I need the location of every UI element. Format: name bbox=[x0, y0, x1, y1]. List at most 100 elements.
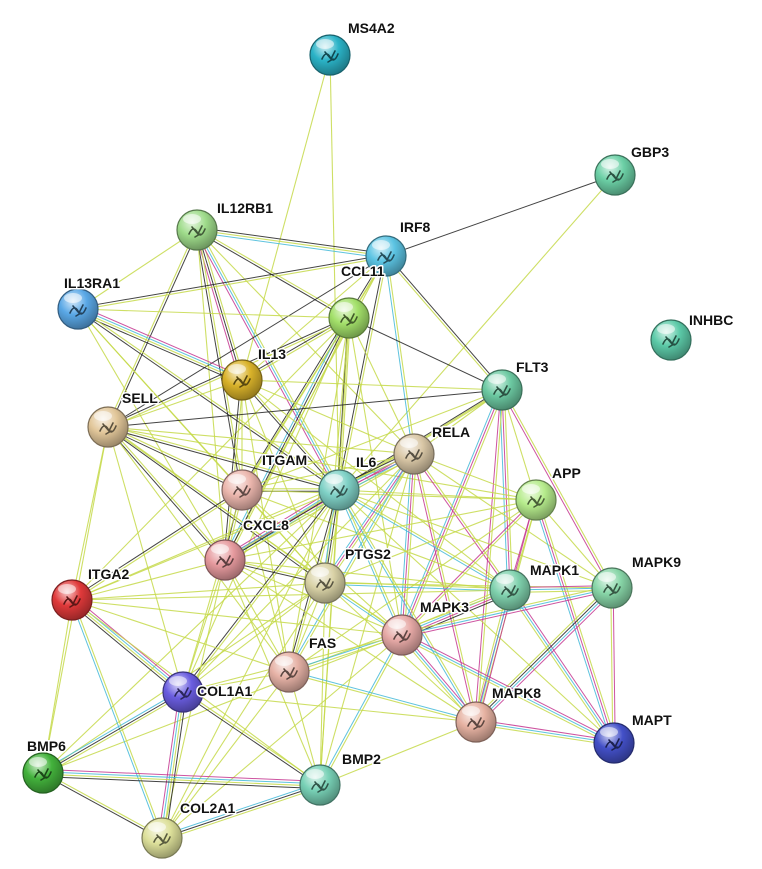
node-fas[interactable]: FAS bbox=[268, 634, 338, 693]
edge-mapk1-mapt bbox=[507, 588, 617, 745]
edge-line-textmining bbox=[241, 379, 503, 391]
edge-line-textmining bbox=[77, 309, 242, 382]
edge-itgam-ptgs2 bbox=[241, 489, 326, 584]
node-mapk1[interactable]: MAPK1 bbox=[489, 561, 581, 611]
node-rela[interactable]: RELA bbox=[393, 423, 472, 475]
edge-bmp2-col2a1 bbox=[161, 782, 321, 841]
edge-line-textmining bbox=[43, 693, 185, 776]
node-label-mapt: MAPT bbox=[632, 712, 672, 728]
edge-line-textmining bbox=[241, 379, 290, 673]
edge-line-textmining bbox=[77, 229, 198, 310]
edge-line-textmining bbox=[289, 454, 416, 673]
node-app[interactable]: APP bbox=[515, 464, 582, 521]
edge-line-textmining bbox=[107, 379, 243, 428]
node-label-itga2: ITGA2 bbox=[88, 566, 129, 582]
edge-line-coexpression bbox=[165, 692, 188, 839]
protein-structure-icon bbox=[405, 449, 423, 462]
edge-line-experimental bbox=[478, 590, 615, 725]
edge-itgam-mapk3 bbox=[241, 489, 403, 636]
node-itgam[interactable]: ITGAM bbox=[221, 451, 309, 511]
node-mapk3[interactable]: MAPK3 bbox=[381, 598, 471, 656]
edge-line-textmining bbox=[226, 492, 342, 564]
edge-line-coexpression bbox=[181, 488, 339, 692]
node-label-fas: FAS bbox=[309, 635, 336, 651]
node-label-bmp6: BMP6 bbox=[27, 738, 66, 754]
edge-line-coexpression bbox=[107, 427, 339, 492]
edge-line-textmining bbox=[325, 581, 511, 590]
node-itga2[interactable]: ITGA2 bbox=[51, 565, 131, 621]
node-bmp2[interactable]: BMP2 bbox=[299, 750, 383, 806]
node-mapk9[interactable]: MAPK9 bbox=[591, 553, 683, 609]
edge-il13-flt3 bbox=[241, 379, 503, 391]
node-col1a1[interactable]: COL1A1 bbox=[162, 671, 254, 713]
node-irf8[interactable]: IRF8 bbox=[365, 218, 432, 277]
protein-structure-icon bbox=[280, 667, 298, 680]
edge-line-database bbox=[338, 490, 510, 592]
node-highlight bbox=[657, 324, 675, 334]
protein-structure-icon bbox=[316, 578, 334, 591]
edge-ptgs2-mapk9 bbox=[324, 582, 613, 589]
node-bmp6[interactable]: BMP6 bbox=[22, 737, 68, 794]
node-il12rb1[interactable]: IL12RB1 bbox=[176, 199, 275, 251]
edge-ccl11-itgam bbox=[241, 317, 350, 491]
edge-ptgs2-mapk1 bbox=[324, 581, 511, 592]
edge-line-textmining bbox=[329, 54, 340, 491]
node-highlight bbox=[306, 769, 324, 779]
node-label-flt3: FLT3 bbox=[516, 359, 549, 375]
node-highlight bbox=[311, 567, 329, 577]
edge-mapk3-mapt bbox=[400, 632, 616, 746]
node-il6[interactable]: IL6 bbox=[318, 453, 378, 511]
edge-sell-col1a1 bbox=[107, 426, 184, 693]
protein-structure-icon bbox=[605, 738, 623, 751]
edge-irf8-sell bbox=[107, 255, 387, 428]
edge-cxcl8-fas bbox=[224, 559, 290, 673]
edge-line-textmining bbox=[386, 255, 416, 454]
edge-line-textmining bbox=[198, 229, 245, 380]
node-il13ra1[interactable]: IL13RA1 bbox=[57, 274, 122, 330]
edge-line-textmining bbox=[71, 599, 290, 673]
edge-bmp6-col2a1 bbox=[42, 771, 163, 840]
edge-sell-fas bbox=[107, 426, 290, 673]
node-highlight bbox=[388, 619, 406, 629]
node-flt3[interactable]: FLT3 bbox=[481, 358, 550, 411]
edge-line-textmining bbox=[71, 489, 340, 601]
edge-line-textmining bbox=[241, 489, 537, 501]
edge-ms4a2-il6 bbox=[329, 54, 340, 491]
edge-line-textmining bbox=[71, 426, 109, 601]
edge-line-textmining bbox=[402, 500, 538, 637]
protein-structure-icon bbox=[493, 385, 511, 398]
node-gbp3[interactable]: GBP3 bbox=[594, 143, 671, 196]
edge-line-textmining bbox=[72, 599, 164, 838]
edge-line-coexpression bbox=[71, 488, 242, 600]
node-ms4a2[interactable]: MS4A2 bbox=[309, 19, 396, 76]
node-sell[interactable]: SELL bbox=[87, 389, 160, 448]
edge-line-textmining bbox=[161, 489, 340, 839]
node-col2a1[interactable]: COL2A1 bbox=[141, 799, 237, 859]
edge-il12rb1-irf8 bbox=[196, 227, 387, 259]
edge-line-textmining bbox=[288, 499, 537, 673]
node-mapk8[interactable]: MAPK8 bbox=[455, 684, 543, 743]
node-highlight bbox=[600, 727, 618, 737]
edge-line-textmining bbox=[107, 426, 415, 455]
edge-il13-mapk1 bbox=[241, 379, 511, 591]
edge-line-textmining bbox=[288, 672, 476, 724]
node-mapt[interactable]: MAPT bbox=[593, 711, 674, 764]
edge-app-cxcl8 bbox=[224, 499, 537, 561]
node-label-col1a1: COL1A1 bbox=[197, 683, 252, 699]
edge-line-experimental bbox=[412, 454, 510, 591]
edge-line-coexpression bbox=[106, 427, 225, 562]
protein-structure-icon bbox=[330, 485, 348, 498]
edge-line-coexpression bbox=[69, 602, 182, 696]
node-ccl11[interactable]: CCL11 bbox=[328, 262, 386, 339]
node-inhbc[interactable]: INHBC bbox=[650, 311, 735, 361]
edge-line-textmining bbox=[241, 379, 511, 591]
node-il13[interactable]: IL13 bbox=[221, 345, 288, 401]
node-ptgs2[interactable]: PTGS2 bbox=[304, 545, 393, 604]
edge-line-database bbox=[41, 689, 183, 772]
node-cxcl8[interactable]: CXCL8 bbox=[204, 516, 291, 581]
edge-line-experimental bbox=[511, 588, 617, 742]
edge-line-experimental bbox=[535, 499, 615, 744]
node-highlight bbox=[58, 584, 76, 594]
edge-mapk9-mapk8 bbox=[473, 585, 615, 725]
